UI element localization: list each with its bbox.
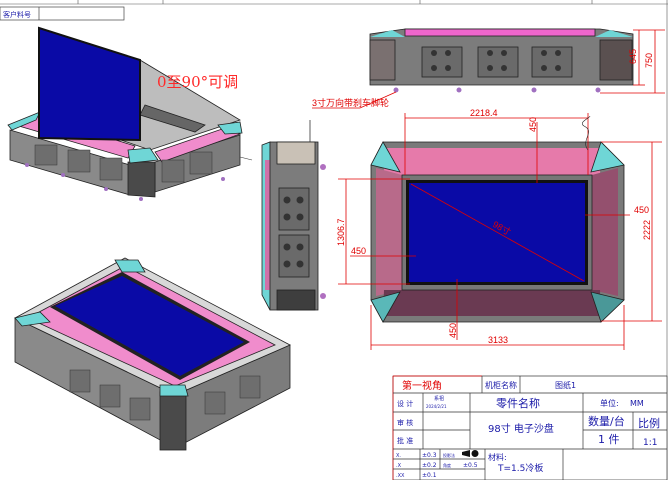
tol-value-2: ±0.1 — [422, 472, 437, 479]
title-block — [392, 375, 668, 480]
iso-view-raised — [7, 26, 253, 201]
projection-method-label: 投影法 — [443, 452, 455, 458]
dim-front-750: 750 — [644, 53, 654, 68]
front-view — [369, 28, 665, 94]
qty-value: 1 件 — [598, 433, 620, 446]
part-name-value: 98寸 电子沙盘 — [488, 422, 554, 435]
angle-value: ±0.5 — [463, 462, 478, 469]
angle-label: 角度 — [443, 462, 451, 468]
review-label: 审 核 — [397, 418, 413, 427]
dim-top-border: 450 — [528, 117, 538, 132]
dim-overall-width: 3133 — [488, 335, 508, 345]
top-view — [338, 113, 662, 350]
tol-label-2: .XX — [396, 473, 405, 479]
design-label: 设 计 — [397, 399, 413, 408]
customer-part-label: 客户料号 — [3, 10, 31, 19]
dim-overall-depth: 2222 — [642, 220, 652, 240]
dim-bottom-border: 450 — [448, 323, 458, 338]
iso-view-flat — [14, 257, 291, 451]
qty-label: 数量/台 — [588, 414, 625, 428]
title-block-text: 第一视角 机柜名称 图纸1 设 计 系祖 2024/2/21 零件名称 单位: … — [396, 379, 660, 479]
dim-screen-width: 2218.4 — [470, 108, 498, 118]
tol-label-1: .X — [396, 463, 402, 469]
approve-label: 批 准 — [397, 436, 413, 445]
caster-note: 3寸万向带刹车脚轮 — [312, 97, 389, 108]
dim-front-645: 645 — [628, 49, 638, 64]
side-view — [261, 120, 326, 311]
rotation-note: 0至90°可调 — [157, 73, 238, 91]
customer-part-box: 客户料号 — [0, 6, 125, 21]
tol-value-1: ±0.2 — [422, 462, 437, 469]
dim-screen-height: 1306.7 — [336, 218, 346, 246]
caster-wheels — [25, 163, 225, 201]
material-value: T=1.5冷板 — [497, 462, 543, 474]
dim-left-border: 450 — [351, 246, 366, 256]
unit-value: MM — [630, 399, 644, 408]
designer: 系祖 — [434, 395, 444, 402]
projection-label: 第一视角 — [402, 379, 442, 392]
tol-value-0: ±0.3 — [422, 452, 437, 459]
material-label: 材料: — [488, 452, 507, 462]
first-angle-projection-icon — [462, 450, 479, 457]
dim-right-border: 450 — [634, 205, 649, 215]
part-name-label: 零件名称 — [496, 396, 540, 410]
unit-label: 单位: — [600, 398, 619, 408]
tol-label-0: X. — [396, 453, 401, 459]
cabinet-name-value: 图纸1 — [555, 380, 576, 390]
scale-value: 1:1 — [643, 438, 657, 448]
caster-leader — [312, 91, 397, 109]
scale-label: 比例 — [638, 416, 660, 430]
cabinet-name-label: 机柜名称 — [485, 380, 517, 390]
design-date: 2024/2/21 — [426, 404, 447, 409]
